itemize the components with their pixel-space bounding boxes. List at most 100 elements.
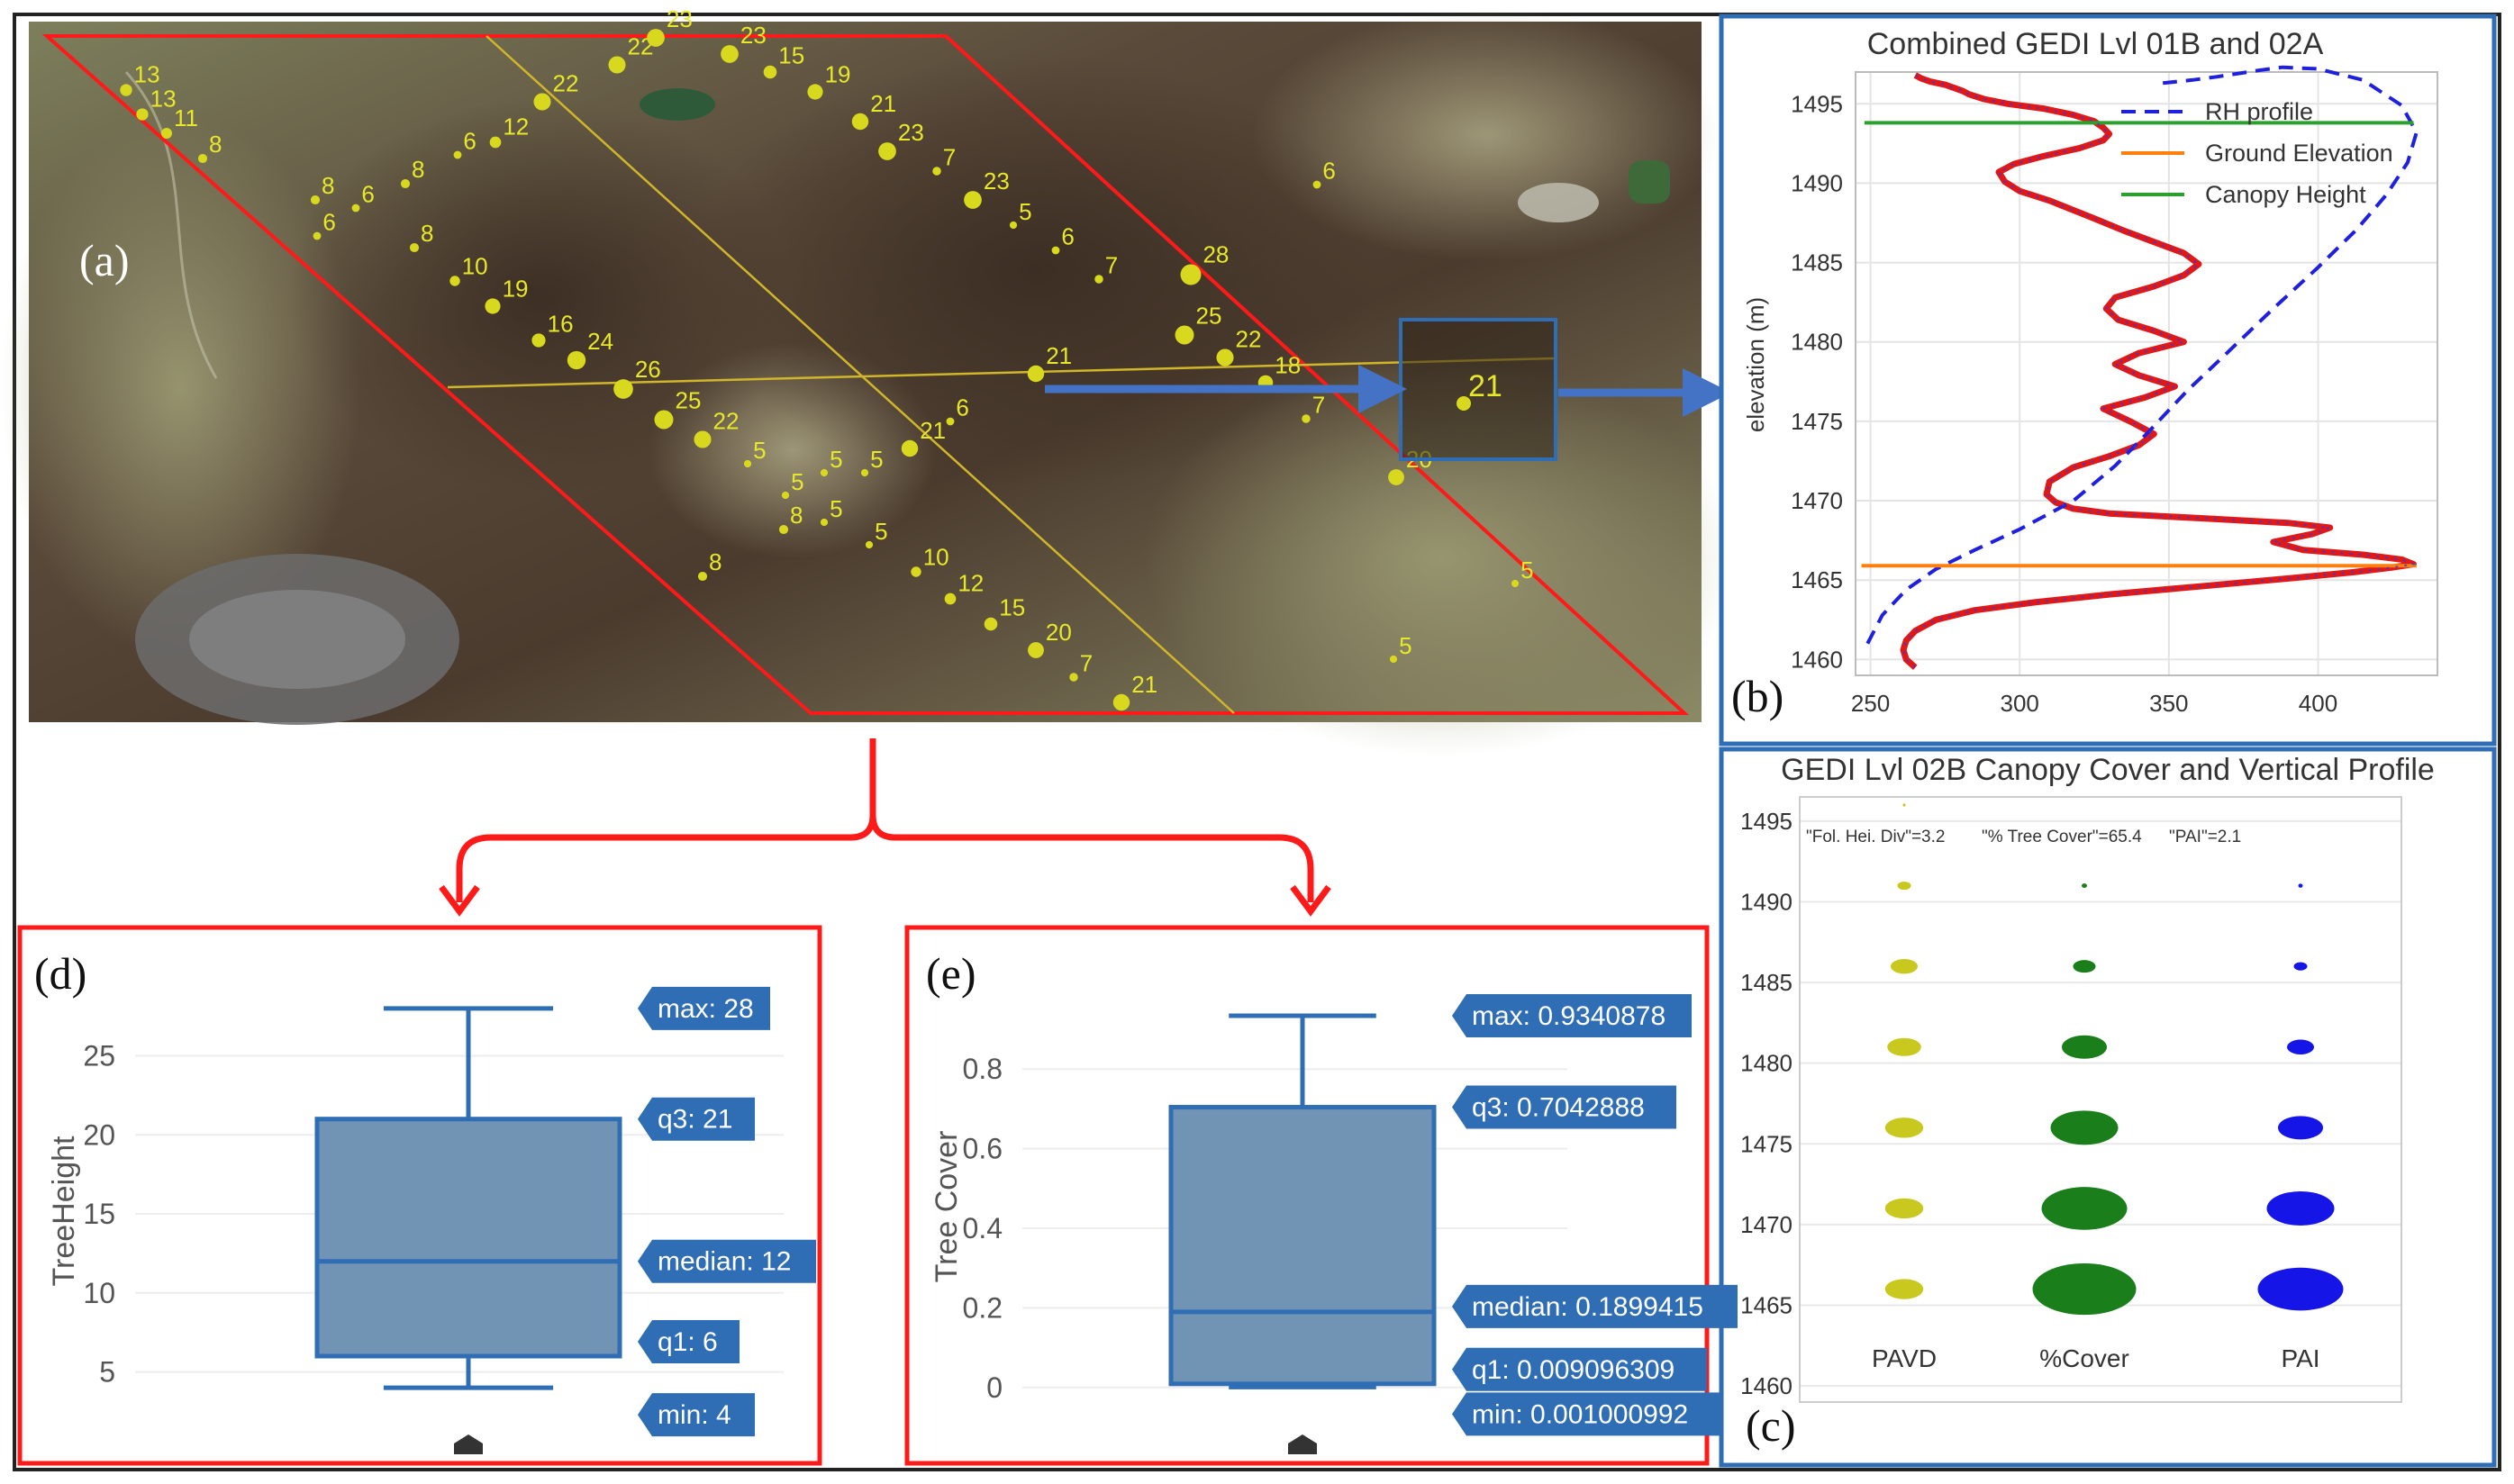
- panel-d-label: (d): [34, 948, 86, 999]
- x-tick-label: 250: [1851, 690, 1890, 717]
- bubble-cover: [2032, 1262, 2137, 1316]
- bubble-pai: [2266, 1190, 2335, 1226]
- panel-b-label: (b): [1731, 671, 1783, 721]
- footprint-point: [489, 136, 502, 149]
- footprint-value: 12: [957, 570, 984, 597]
- footprint-point: [120, 84, 132, 96]
- label-text-median: median: 12: [658, 1247, 791, 1277]
- grid: [1856, 72, 2437, 675]
- footprint-point: [1027, 365, 1045, 383]
- y-tick-label: 1485: [1791, 249, 1843, 276]
- bracket-arrows: [439, 738, 1331, 917]
- x-tick-label: 400: [2299, 690, 2337, 717]
- footprint-point: [778, 524, 789, 535]
- bubble-cover: [2073, 960, 2096, 973]
- footprint-value: 26: [635, 356, 661, 383]
- footprint-point: [851, 113, 869, 131]
- footprint-value: 25: [676, 387, 702, 414]
- footprint-point: [1389, 655, 1398, 664]
- label-max: [638, 986, 770, 1030]
- footprint-point: [654, 410, 674, 430]
- footprint-value: 10: [923, 543, 949, 570]
- label-text-q3: q3: 21: [658, 1105, 732, 1135]
- footprint-value: 21: [920, 417, 946, 444]
- footprint-value: 6: [1061, 223, 1074, 250]
- footprint-value: 5: [875, 518, 887, 545]
- figure-border: [13, 13, 2501, 1471]
- bubble-pavd: [1902, 803, 1906, 807]
- footprint-value: 21: [1046, 342, 1072, 369]
- bubble-cover: [2082, 883, 2087, 888]
- terrain-pond: [640, 88, 715, 121]
- y-axis-label: TreeHeight: [47, 1136, 81, 1286]
- footprint-point: [531, 333, 546, 348]
- bubble-pavd: [1887, 1037, 1921, 1056]
- bubble-pavd: [1884, 1118, 1924, 1138]
- terrain-field: [1144, 360, 1738, 756]
- legend-label: RH profile: [2205, 98, 2313, 125]
- footprint-value: 13: [150, 85, 177, 112]
- series: [1884, 803, 2344, 1316]
- y-tick-label: 1465: [1740, 1291, 1792, 1318]
- bubble-cover: [2041, 1187, 2128, 1230]
- footprint-point: [1180, 264, 1202, 285]
- panel-a-label: (a): [79, 235, 130, 285]
- footprint-value: 5: [1520, 556, 1533, 584]
- footprint-point: [1028, 642, 1044, 658]
- footprint-point: [1511, 579, 1520, 588]
- footprint-value: 5: [753, 437, 766, 464]
- footprint-value: 15: [999, 594, 1025, 621]
- footprint-point: [313, 231, 322, 240]
- panel-b-waveform-chart: Combined GEDI Lvl 01B and 02A elevation …: [1719, 14, 2497, 747]
- label-q3: [1452, 1085, 1676, 1129]
- footprint-value: 12: [503, 113, 529, 140]
- label-min: [638, 1393, 755, 1437]
- plot-area: [1799, 796, 2402, 1403]
- label-q3: [638, 1097, 755, 1141]
- category-label-pai: PAI: [2281, 1344, 2319, 1372]
- footprint-point: [449, 276, 460, 286]
- terrain-forest: [288, 99, 793, 495]
- panel-b-frame: [1719, 14, 2497, 747]
- footprint-point: [946, 417, 955, 426]
- y-tick-label: 1475: [1740, 1130, 1792, 1157]
- bracket: [456, 738, 876, 902]
- transect-line: [447, 357, 1555, 389]
- y-tick-label: 1470: [1740, 1211, 1792, 1238]
- footprint-value: 22: [1236, 325, 1262, 352]
- y-tick-label: 1470: [1791, 487, 1843, 514]
- bubble-pai: [2298, 883, 2303, 888]
- footprint-point: [984, 617, 998, 631]
- footprint-value: 5: [830, 495, 842, 522]
- footprint-value: 6: [361, 181, 374, 208]
- footprint-point: [901, 439, 919, 457]
- footprint-point: [932, 167, 941, 176]
- y-tick-label: 1495: [1740, 808, 1792, 835]
- footprint-point: [400, 178, 411, 189]
- footprint-value: 24: [587, 328, 613, 355]
- footprint-value: 19: [503, 275, 529, 302]
- footprint-point: [136, 108, 149, 121]
- bubble-pai: [2278, 1116, 2323, 1140]
- footprint-point: [608, 56, 626, 74]
- footprint-point: [763, 65, 777, 79]
- footprint-point: [944, 593, 957, 605]
- label-text-q1: q1: 0.009096309: [1472, 1355, 1674, 1385]
- terrain-field: [1252, 9, 1720, 261]
- footprint-value: 6: [1322, 158, 1335, 185]
- y-axis-label: elevation (m): [1742, 297, 1769, 432]
- footprint-value: 23: [740, 22, 767, 49]
- y-tick-label: 20: [83, 1118, 115, 1151]
- footprint-value: 8: [790, 502, 803, 529]
- annotation-foliage-diversity: "Fol. Hei. Div"=3.2: [1806, 828, 1945, 846]
- label-max: [1452, 993, 1692, 1037]
- footprint-value: 21: [1131, 671, 1157, 698]
- footprint-point: [409, 242, 420, 253]
- label-text-min: min: 0.001000992: [1472, 1399, 1688, 1429]
- series: [1861, 65, 2419, 670]
